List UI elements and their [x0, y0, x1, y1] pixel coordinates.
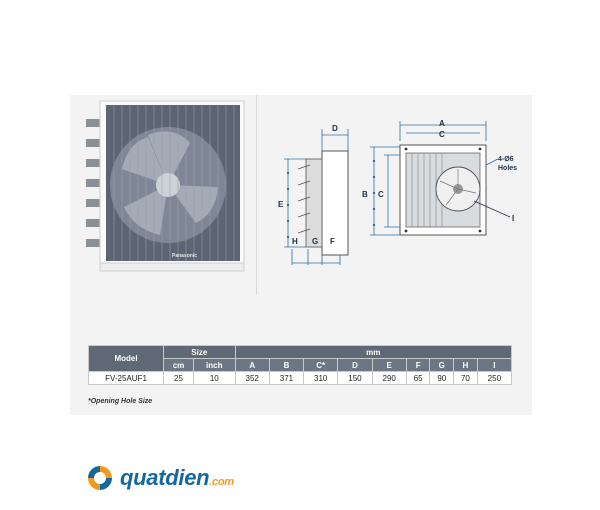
- header-mm: mm: [234, 345, 513, 359]
- divider: [256, 95, 257, 295]
- cell-size-inch: 10: [192, 371, 236, 385]
- cell-size-cm: 25: [163, 371, 194, 385]
- label-h: H: [292, 237, 298, 246]
- header-size: Size: [163, 345, 236, 359]
- label-a: A: [439, 119, 445, 128]
- cell-d: 150: [337, 371, 373, 385]
- product-badge: Panasonic: [172, 253, 197, 259]
- cell-g: 90: [429, 371, 455, 385]
- header-g: G: [429, 358, 455, 372]
- holes-label-line1: 4-Ø6: [498, 156, 514, 163]
- header-inch: inch: [192, 358, 236, 372]
- header-cm: cm: [163, 358, 194, 372]
- table-row: FV-25AUF1 25 10 352 371 310 150 290 65 9…: [88, 371, 513, 385]
- brand-tld: .com: [209, 476, 234, 488]
- label-c-side: C: [378, 190, 384, 199]
- label-d: D: [332, 124, 338, 133]
- label-i: I: [512, 214, 514, 223]
- cell-i: 250: [476, 371, 513, 385]
- header-i: I: [476, 358, 513, 372]
- cell-a: 352: [234, 371, 270, 385]
- footnote: *Opening Hole Size: [88, 398, 153, 405]
- side-view-diagram: D E: [278, 124, 349, 265]
- spec-table: Model Size mm cm inch A B C* D E F G H I…: [88, 345, 513, 385]
- label-c-top: C: [439, 130, 445, 139]
- label-e: E: [278, 200, 284, 209]
- header-e: E: [371, 358, 407, 372]
- header-model: Model: [88, 345, 164, 372]
- header-d: D: [337, 358, 373, 372]
- fan-product-image: Panasonic: [86, 100, 245, 272]
- holes-label-line2: Holes: [498, 165, 517, 172]
- front-view-diagram: A C B C 4-Ø6 Holes I: [362, 119, 517, 236]
- cell-h: 70: [453, 371, 478, 385]
- cell-f: 65: [405, 371, 431, 385]
- cell-e: 290: [371, 371, 407, 385]
- header-c: C*: [303, 358, 339, 372]
- spec-panel: Panasonic D E H G F: [70, 95, 532, 415]
- header-f: F: [405, 358, 431, 372]
- cell-c: 310: [303, 371, 339, 385]
- header-a: A: [234, 358, 270, 372]
- label-b: B: [362, 190, 368, 199]
- header-h: H: [453, 358, 478, 372]
- brand-name-text: quatdien: [120, 465, 210, 490]
- label-g: G: [312, 237, 318, 246]
- header-b: B: [268, 358, 305, 372]
- quatdien-swirl-icon: [88, 466, 112, 490]
- side-view-bottom-labels: H G F: [292, 237, 335, 246]
- cell-model: FV-25AUF1: [88, 371, 164, 385]
- cell-b: 371: [268, 371, 305, 385]
- brand-name: quatdien.com: [120, 465, 234, 491]
- label-f: F: [330, 237, 335, 246]
